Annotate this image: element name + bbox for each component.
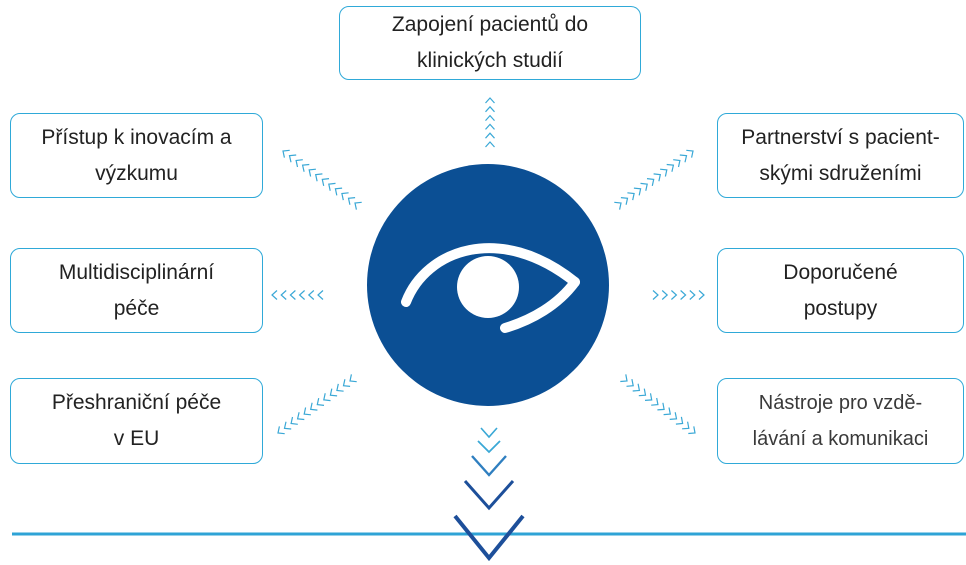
chevron-lower-left-7	[309, 402, 318, 411]
node-multidisciplinary-care: Multidisciplinární péče	[10, 248, 263, 333]
arrow-right-chevrons	[652, 290, 705, 300]
chevron-upper-right-5	[640, 182, 648, 191]
chevron-lower-left-10	[290, 416, 298, 425]
node-education-tools-label: Nástroje pro vzdě- lávání a komunikaci	[752, 392, 929, 450]
chevron-up-5	[485, 105, 495, 113]
node-patient-partnerships-label: Partnerství s pacient- skými sdruženími	[741, 125, 940, 185]
chevron-up-2	[485, 132, 495, 139]
node-education-tools: Nástroje pro vzdě- lávání a komunikaci	[717, 378, 964, 464]
chevron-lower-right-1	[620, 374, 628, 383]
chevron-upper-right-1	[614, 201, 622, 210]
eye-upper-lid	[401, 243, 580, 307]
node-clinical-trials: Zapojení pacientů do klinických studií	[339, 6, 641, 80]
chevron-up-6	[485, 97, 495, 104]
chevron-upper-right-8	[660, 168, 668, 177]
chevron-lower-right-3	[632, 383, 641, 392]
node-innovation-research: Přístup k inovacím a výzkumu	[10, 113, 263, 198]
down-chevron-2	[477, 440, 501, 454]
chevron-lower-left-2	[342, 379, 351, 387]
node-multidisciplinary-care-label: Multidisciplinární péče	[58, 260, 215, 320]
chevron-lower-right-5	[644, 393, 653, 401]
chevron-lower-left-1	[349, 374, 357, 383]
chevron-right-5	[689, 290, 696, 300]
chevron-upper-left-1	[354, 201, 362, 210]
chevron-lower-left-6	[316, 397, 325, 406]
chevron-upper-right-6	[646, 178, 655, 187]
chevron-upper-left-3	[341, 192, 349, 201]
node-guidelines: Doporučené postupy	[717, 248, 964, 333]
chevron-left-6	[271, 290, 278, 300]
chevron-left-5	[280, 290, 287, 300]
chevron-upper-right-11	[679, 154, 688, 163]
arrow-lower-left-chevrons	[277, 374, 357, 435]
chevron-upper-right-2	[620, 197, 629, 205]
arrow-left-chevrons	[271, 290, 324, 300]
chevron-upper-right-7	[653, 173, 662, 182]
down-chevron-5	[453, 514, 525, 562]
chevron-right-6	[698, 290, 705, 300]
chevron-upper-left-11	[288, 154, 297, 163]
chevron-lower-right-2	[626, 378, 634, 387]
chevron-upper-left-4	[334, 187, 343, 196]
chevron-right-1	[652, 290, 659, 300]
chevron-lower-left-3	[336, 383, 344, 392]
chevron-upper-left-6	[321, 178, 330, 187]
chevron-lower-right-8	[663, 407, 672, 416]
arrow-up-chevrons	[485, 97, 495, 148]
chevron-upper-left-8	[308, 168, 316, 177]
chevron-left-2	[307, 290, 315, 300]
chevron-upper-left-2	[347, 197, 356, 205]
chevron-lower-right-7	[657, 402, 665, 411]
chevron-upper-right-3	[627, 192, 635, 201]
chevron-left-4	[289, 290, 296, 300]
chevron-upper-left-9	[301, 163, 310, 172]
node-innovation-research-label: Přístup k inovacím a výzkumu	[41, 125, 232, 185]
down-chevron-3	[471, 455, 507, 477]
chevron-upper-right-9	[666, 163, 675, 172]
eye-lower-lid	[500, 277, 580, 333]
chevron-upper-left-10	[295, 159, 303, 168]
chevron-upper-right-12	[686, 149, 694, 158]
eye-pupil	[457, 256, 519, 318]
chevron-lower-right-11	[682, 421, 690, 430]
chevron-right-4	[680, 290, 687, 300]
chevron-lower-right-4	[638, 388, 647, 397]
down-chevron-1	[480, 427, 498, 439]
chevron-lower-left-4	[329, 388, 338, 397]
chevron-lower-left-8	[303, 407, 311, 416]
chevron-lower-left-9	[296, 412, 305, 421]
chevron-upper-left-5	[328, 182, 336, 191]
arrow-upper-right-chevrons	[614, 149, 694, 210]
chevron-lower-right-10	[675, 416, 684, 425]
chevron-up-3	[485, 123, 495, 130]
chevron-upper-left-12	[282, 149, 290, 158]
chevron-up-1	[485, 141, 495, 148]
center-eye-icon	[367, 164, 609, 406]
chevron-right-3	[670, 290, 678, 300]
chevron-lower-left-11	[283, 421, 292, 430]
node-clinical-trials-label: Zapojení pacientů do klinických studií	[391, 13, 589, 72]
node-cross-border-care: Přeshraniční péče v EU	[10, 378, 263, 464]
chevron-upper-right-4	[633, 187, 642, 196]
chevron-lower-left-5	[323, 393, 331, 402]
node-patient-partnerships: Partnerství s pacient- skými sdruženími	[717, 113, 964, 198]
chevron-lower-right-12	[688, 426, 696, 435]
chevron-lower-left-12	[277, 426, 285, 435]
down-chevron-4	[463, 480, 515, 511]
arrow-lower-right-chevrons	[620, 374, 696, 435]
eye-icon	[401, 243, 580, 333]
chevron-lower-right-6	[651, 397, 659, 406]
chevron-lower-right-9	[669, 412, 678, 420]
chevron-left-3	[298, 290, 306, 300]
chevron-right-2	[661, 290, 669, 300]
node-guidelines-label: Doporučené postupy	[783, 260, 898, 320]
chevron-up-4	[485, 114, 495, 122]
node-cross-border-care-label: Přeshraniční péče v EU	[51, 391, 222, 450]
arrow-upper-left-chevrons	[282, 149, 362, 210]
chevron-upper-left-7	[314, 173, 323, 182]
chevron-upper-right-10	[673, 159, 681, 168]
down-chevron-stack	[453, 427, 525, 562]
chevron-left-1	[317, 290, 324, 300]
